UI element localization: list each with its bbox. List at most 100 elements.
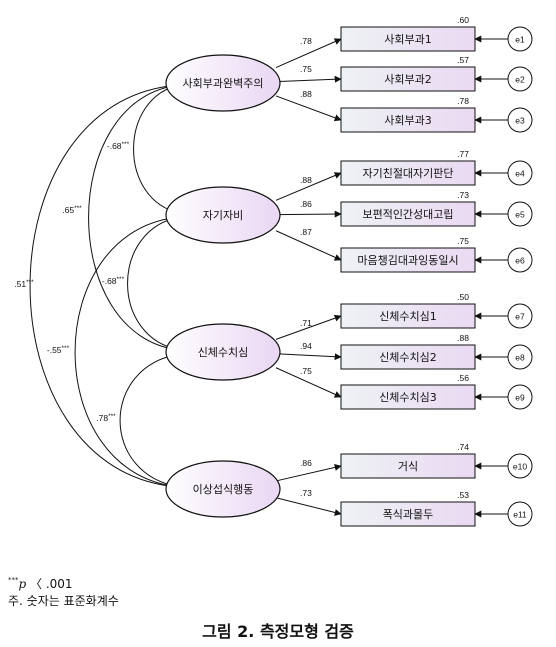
indicator-label-9: 신체수치심3 bbox=[379, 391, 437, 404]
correlation-curve-2 bbox=[88, 82, 181, 353]
figure-caption: 그림 2. 측정모형 검증 bbox=[202, 622, 354, 641]
loading-arrow-4 bbox=[275, 172, 342, 201]
significance-note: ***p 〈 .001 bbox=[8, 575, 73, 592]
latent-label-2: 자기자비 bbox=[203, 209, 243, 222]
loading-arrow-9 bbox=[275, 367, 342, 398]
error-circle-11 bbox=[507, 501, 533, 527]
correlation-curve-1 bbox=[133, 82, 181, 216]
latent-ellipse-2 bbox=[165, 186, 281, 244]
indicator-r2-7: .50 bbox=[457, 292, 469, 302]
latent-label-4: 이상섭식행동 bbox=[193, 483, 254, 496]
loading-label-1: .78 bbox=[300, 36, 312, 46]
error-circle-10 bbox=[507, 453, 533, 479]
indicator-label-4: 자기친절대자기판단 bbox=[362, 167, 453, 180]
error-label-4: e4 bbox=[515, 169, 525, 179]
error-label-9: e9 bbox=[515, 393, 525, 403]
indicator-box-10 bbox=[340, 453, 476, 479]
significance-stars: *** bbox=[8, 576, 19, 584]
error-circle-8 bbox=[507, 344, 533, 370]
indicator-r2-9: .56 bbox=[457, 373, 469, 383]
error-label-10: e10 bbox=[513, 462, 527, 472]
correlation-label-3: .51*** bbox=[14, 279, 34, 289]
correlation-curve-3 bbox=[29, 81, 181, 491]
significance-threshold: 〈 .001 bbox=[26, 577, 73, 591]
indicator-box-8 bbox=[340, 344, 476, 370]
indicator-r2-10: .74 bbox=[457, 442, 469, 452]
loading-arrow-8 bbox=[275, 353, 342, 361]
indicator-box-2 bbox=[340, 66, 476, 92]
loading-arrow-5 bbox=[276, 210, 342, 218]
error-circle-3 bbox=[507, 107, 533, 133]
loading-label-3: .88 bbox=[300, 89, 312, 99]
indicator-box-11 bbox=[340, 501, 476, 527]
loading-arrow-6 bbox=[275, 230, 342, 261]
loading-label-7: .71 bbox=[300, 318, 312, 328]
error-label-11: e11 bbox=[513, 510, 527, 520]
error-circle-6 bbox=[507, 247, 533, 273]
latent-label-3: 신체수치심 bbox=[198, 346, 249, 359]
error-circle-5 bbox=[507, 201, 533, 227]
correlation-curve-5 bbox=[74, 214, 181, 490]
error-circle-4 bbox=[507, 160, 533, 186]
indicator-r2-1: .60 bbox=[457, 15, 469, 25]
error-label-5: e5 bbox=[515, 210, 525, 220]
error-label-6: e6 bbox=[515, 256, 525, 266]
indicator-box-4 bbox=[340, 160, 476, 186]
error-circle-9 bbox=[507, 384, 533, 410]
error-circle-7 bbox=[507, 303, 533, 329]
loading-arrow-7 bbox=[275, 314, 342, 340]
loading-arrow-1 bbox=[275, 38, 342, 69]
loading-label-4: .88 bbox=[300, 175, 312, 185]
indicator-r2-11: .53 bbox=[457, 490, 469, 500]
loading-arrow-11 bbox=[275, 497, 342, 516]
correlation-curve-6 bbox=[119, 351, 181, 490]
indicator-r2-2: .57 bbox=[457, 55, 469, 65]
loading-label-2: .75 bbox=[300, 64, 312, 74]
latent-ellipse-1 bbox=[165, 54, 281, 112]
p-symbol: p bbox=[18, 577, 27, 591]
indicator-box-9 bbox=[340, 384, 476, 410]
error-label-7: e7 bbox=[515, 312, 525, 322]
loading-label-6: .87 bbox=[300, 227, 312, 237]
loading-arrow-10 bbox=[275, 464, 342, 482]
latent-ellipse-3 bbox=[165, 323, 281, 381]
error-label-1: e1 bbox=[515, 35, 525, 45]
indicator-box-6 bbox=[340, 247, 476, 273]
indicator-label-10: 거식 bbox=[398, 460, 418, 473]
correlation-label-6: .78*** bbox=[96, 413, 116, 423]
correlation-label-5: -.55*** bbox=[47, 345, 70, 355]
indicator-box-7 bbox=[340, 303, 476, 329]
loading-arrow-3 bbox=[275, 95, 342, 122]
loading-label-10: .86 bbox=[300, 458, 312, 468]
error-label-8: e8 bbox=[515, 353, 525, 363]
error-label-2: e2 bbox=[515, 75, 525, 85]
indicator-r2-6: .75 bbox=[457, 236, 469, 246]
latent-label-1: 사회부과완벽주의 bbox=[183, 77, 264, 90]
indicator-r2-8: .88 bbox=[457, 333, 469, 343]
coefficient-note: 주. 숫자는 표준화계수 bbox=[8, 594, 119, 608]
latent-ellipse-4 bbox=[165, 460, 281, 518]
indicator-label-2: 사회부과2 bbox=[384, 73, 431, 86]
indicator-label-11: 폭식과몰두 bbox=[383, 508, 434, 521]
indicator-box-3 bbox=[340, 107, 476, 133]
loading-label-5: .86 bbox=[300, 199, 312, 209]
indicator-label-8: 신체수치심2 bbox=[379, 351, 437, 364]
indicator-box-1 bbox=[340, 26, 476, 52]
loading-label-8: .94 bbox=[300, 341, 312, 351]
indicator-label-7: 신체수치심1 bbox=[379, 310, 437, 323]
error-circle-1 bbox=[507, 26, 533, 52]
indicator-r2-4: .77 bbox=[457, 149, 469, 159]
indicator-box-5 bbox=[340, 201, 476, 227]
correlation-label-1: -.68*** bbox=[107, 141, 130, 151]
loading-label-9: .75 bbox=[300, 366, 312, 376]
indicator-label-5: 보편적인간성대고립 bbox=[362, 208, 453, 221]
indicator-label-1: 사회부과1 bbox=[384, 33, 431, 46]
loading-label-11: .73 bbox=[300, 488, 312, 498]
error-label-3: e3 bbox=[515, 116, 525, 126]
correlation-curve-4 bbox=[127, 214, 181, 353]
indicator-label-3: 사회부과3 bbox=[384, 114, 431, 127]
correlation-label-4: -.68*** bbox=[102, 276, 125, 286]
indicator-r2-3: .78 bbox=[457, 96, 469, 106]
correlation-label-2: .65*** bbox=[62, 205, 82, 215]
